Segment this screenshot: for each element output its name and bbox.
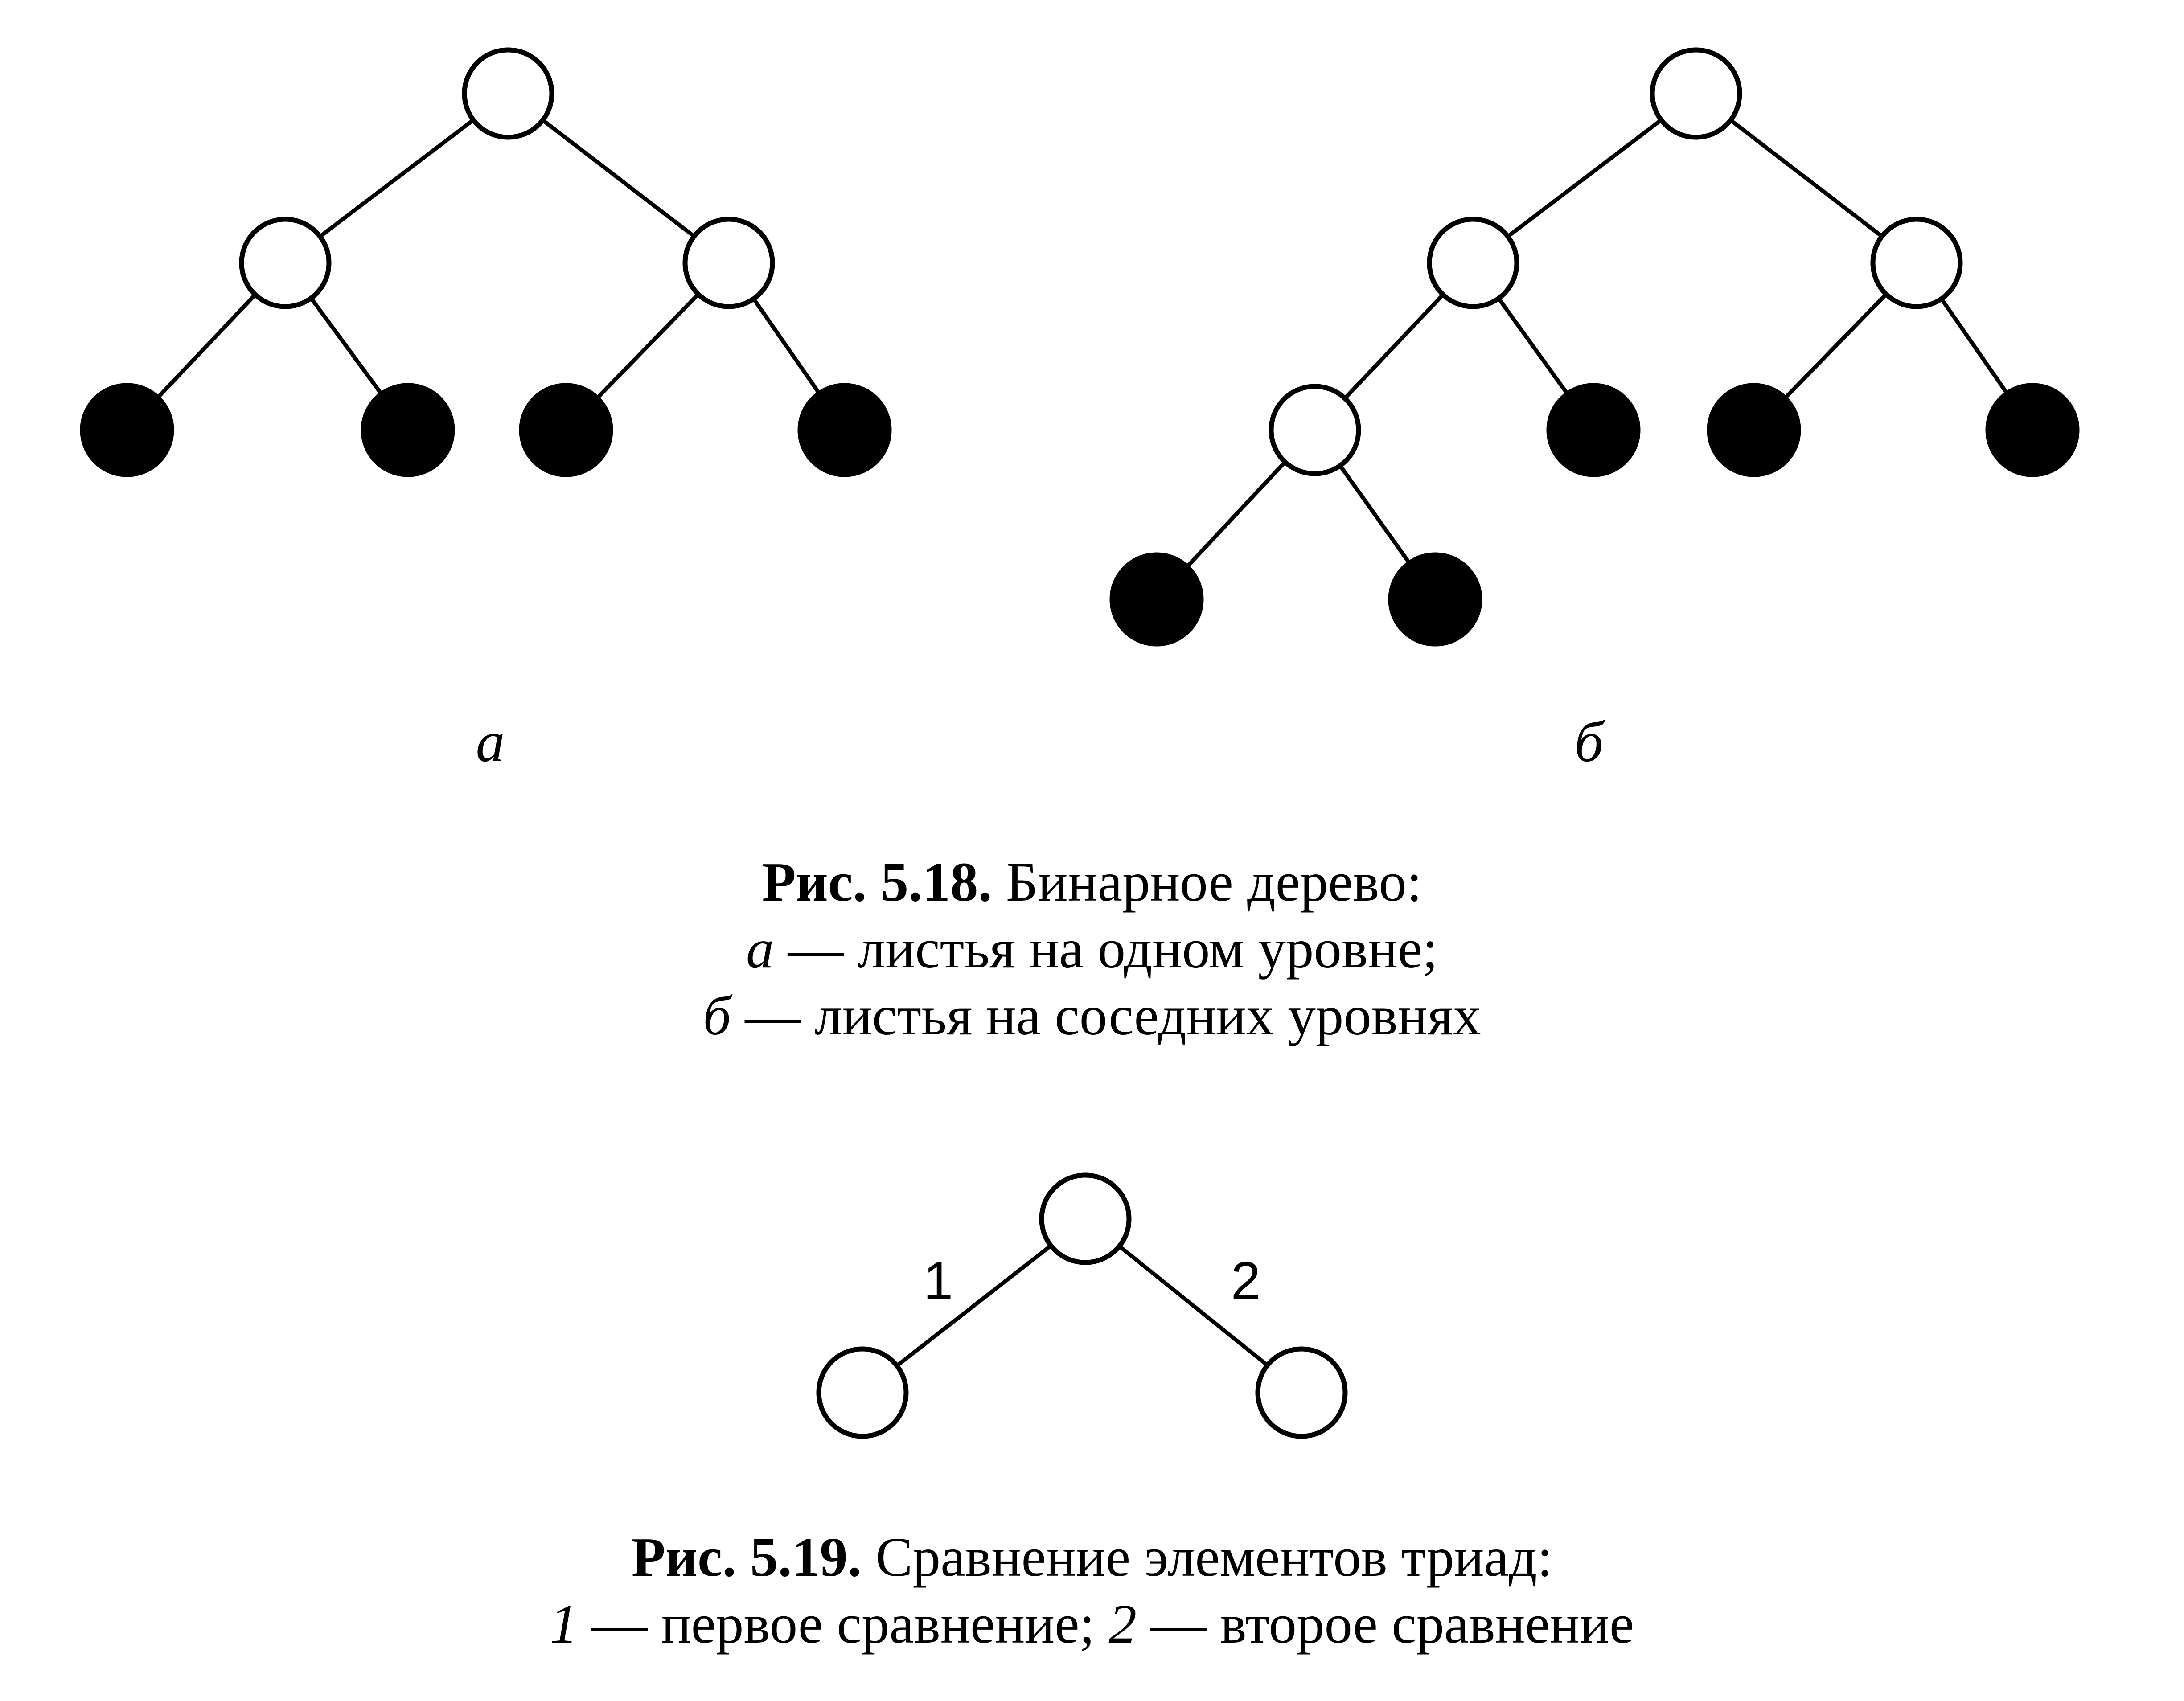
tree-b-leaf-node (1109, 552, 1204, 647)
caption-5-18-item-a-text: — листья на одном уровне; (788, 918, 1438, 980)
tree-b-leaf-node (1388, 552, 1482, 647)
caption-5-19-items: 1 — первое сравнение; 2 — второе сравнен… (0, 1591, 2184, 1658)
caption-5-19-text: Сравнение элементов триад: (875, 1527, 1553, 1588)
tree-a-inner-node (682, 217, 775, 309)
edge-label-1: 1 (924, 1251, 953, 1311)
tree-b-inner-node (1269, 384, 1361, 476)
tree-b (1109, 47, 2080, 647)
caption-5-19-item2-text: — второе сравнение (1150, 1594, 1634, 1655)
caption-5-18-text: Бинарное дерево: (1006, 852, 1422, 913)
caption-5-19-item1-marker: 1 (550, 1594, 578, 1655)
caption-5-19-number: Рис. 5.19. (631, 1527, 862, 1588)
tree-b-leaf-node (1546, 383, 1641, 477)
caption-5-19-item1-text: — первое сравнение; (591, 1594, 1095, 1655)
caption-5-18-item-a-marker: а (746, 918, 774, 980)
caption-5-19-item2-marker: 2 (1108, 1594, 1137, 1655)
triad-edge-1 (860, 1217, 1088, 1395)
tree-a-inner-node (239, 217, 332, 309)
panel-label-b: б (1574, 710, 1604, 774)
triad-diagram: 1 2 (816, 1172, 1348, 1439)
tree-a-leaf-node (519, 383, 613, 477)
tree-b-inner-node (1427, 217, 1519, 309)
caption-5-18-number: Рис. 5.18. (762, 852, 992, 913)
tree-a-leaf-node (797, 383, 892, 477)
tree-b-inner-node (1870, 217, 1963, 309)
triad-left-node (816, 1346, 909, 1439)
tree-b-leaf-node (1985, 383, 2080, 477)
triad-right-node (1255, 1346, 1348, 1439)
caption-5-18-item-b-marker: б (703, 985, 731, 1047)
tree-a-leaf-node (361, 383, 455, 477)
triad-edge-2 (1083, 1217, 1304, 1395)
tree-a-edge (283, 91, 510, 265)
caption-5-18-item-a: а — листья на одном уровне; (0, 916, 2184, 983)
caption-5-18-title-line: Рис. 5.18. Бинарное дерево: (0, 849, 2184, 916)
tree-b-edge (1694, 91, 1919, 265)
tree-b-leaf-node (1707, 383, 1801, 477)
caption-5-18-item-b-text: — листья на соседних уровнях (745, 985, 1481, 1047)
tree-a-edge (506, 91, 731, 265)
figure-caption-5-18: Рис. 5.18. Бинарное дерево: а — листья н… (0, 849, 2184, 1049)
tree-b-root-node (1650, 47, 1742, 140)
tree-a (80, 47, 892, 477)
tree-a-root-node (462, 47, 554, 140)
tree-a-leaf-node (80, 383, 174, 477)
edge-label-2: 2 (1231, 1251, 1261, 1311)
caption-5-19-title-line: Рис. 5.19. Сравнение элементов триад: (0, 1524, 2184, 1591)
triad-top-node (1039, 1172, 1132, 1265)
figure-caption-5-19: Рис. 5.19. Сравнение элементов триад: 1 … (0, 1524, 2184, 1658)
panel-label-a: а (476, 710, 505, 774)
caption-5-18-item-b: б — листья на соседних уровнях (0, 983, 2184, 1049)
tree-b-edge (1471, 91, 1698, 265)
